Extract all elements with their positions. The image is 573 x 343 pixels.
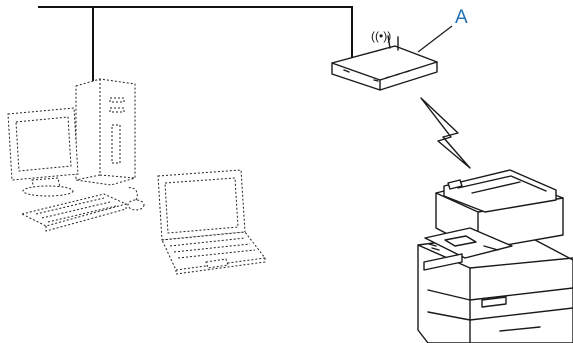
router-callout: A: [417, 7, 468, 53]
router-callout-label: A: [455, 7, 468, 28]
network-wiring: [38, 6, 353, 86]
wireless-signal-icon: ((•)): [371, 29, 391, 43]
multifunction-printer-icon: [417, 169, 573, 343]
desktop-computer-icon: [7, 78, 145, 232]
wireless-link-icon: [420, 97, 471, 169]
laptop-computer-icon: [157, 169, 266, 275]
wireless-router-icon: ((•)): [331, 29, 438, 91]
